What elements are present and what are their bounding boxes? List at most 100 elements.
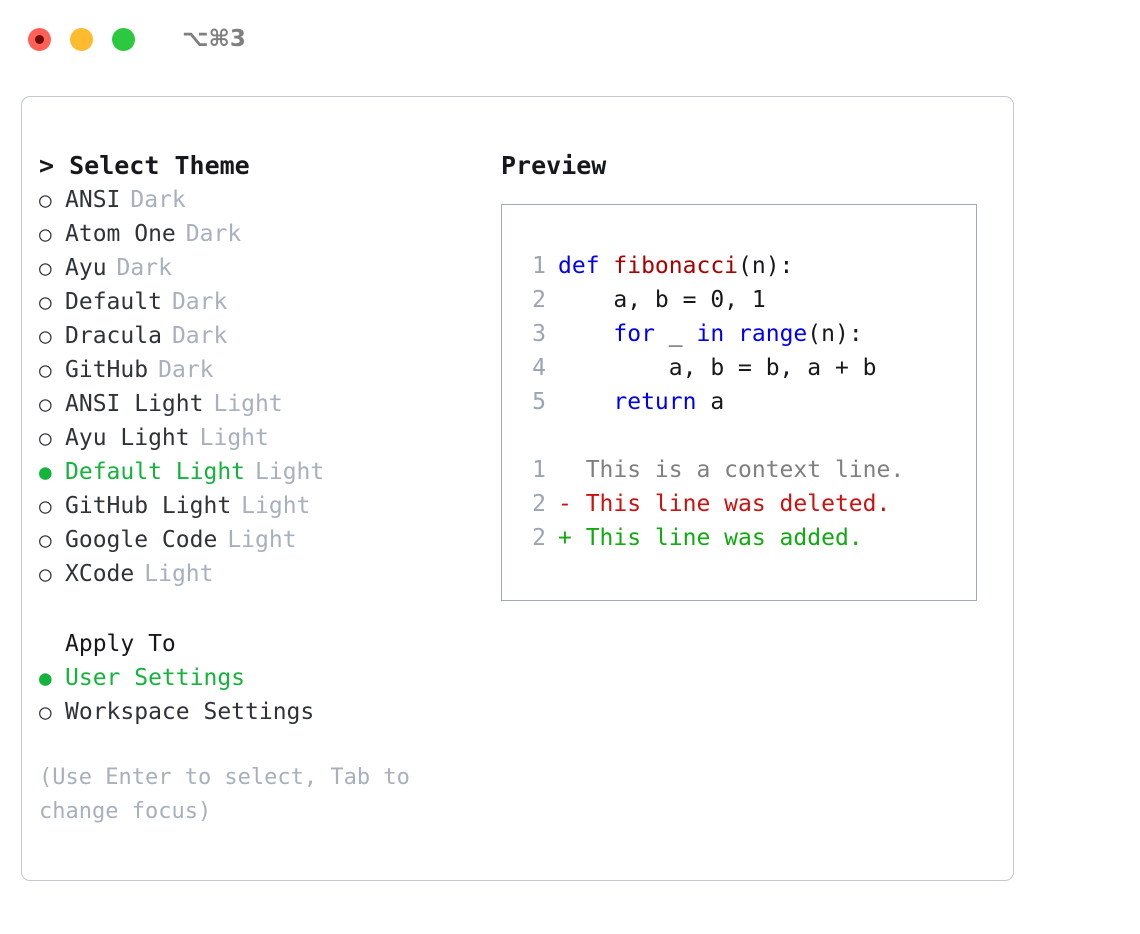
- line-number: 3: [532, 321, 546, 347]
- diff-text: This is a context line.: [558, 457, 905, 483]
- keyboard-shortcut-label: ⌥⌘3: [182, 26, 246, 52]
- code-text: a, b = b, a + b: [558, 351, 877, 385]
- radio-unselected-icon: ○: [39, 528, 52, 552]
- code-token: a, b = 0, 1: [558, 287, 766, 313]
- radio-unselected-icon: ○: [39, 700, 52, 724]
- close-button[interactable]: [28, 27, 51, 51]
- apply-to-option-label: Workspace Settings: [65, 699, 315, 725]
- code-token: fibonacci: [613, 253, 739, 279]
- theme-variant-tag: Dark: [158, 357, 214, 383]
- code-text: return a: [558, 385, 724, 419]
- theme-option-item[interactable]: ○ Ayu Dark: [39, 251, 499, 285]
- code-line: 3 for _ in range(n):: [516, 317, 976, 351]
- code-line: 5 return a: [516, 385, 976, 419]
- radio-unselected-icon: ○: [39, 256, 52, 280]
- theme-option-item[interactable]: ○ Google Code Light: [39, 523, 499, 557]
- diff-text: + This line was added.: [558, 525, 863, 551]
- close-inner-dot: [35, 34, 44, 44]
- theme-option-label: Ayu: [65, 255, 107, 281]
- theme-option-label: Google Code: [65, 527, 218, 553]
- code-token: for: [613, 321, 655, 347]
- theme-option-item[interactable]: ○ Atom One Dark: [39, 217, 499, 251]
- code-token: a, b = b, a + b: [558, 355, 877, 381]
- code-text: for _ in range(n):: [558, 317, 862, 351]
- radio-unselected-icon: ○: [39, 222, 52, 246]
- theme-option-label: ANSI: [65, 187, 121, 213]
- radio-unselected-icon: ○: [39, 494, 52, 518]
- select-theme-header: > Select Theme: [39, 151, 250, 180]
- window-controls: [28, 27, 135, 51]
- radio-selected-icon: ●: [39, 460, 52, 484]
- radio-selected-icon: ●: [39, 666, 52, 690]
- theme-variant-tag: Dark: [130, 187, 186, 213]
- title-bar: ⌥⌘3: [0, 0, 1140, 78]
- theme-option-item[interactable]: ○ ANSI Light Light: [39, 387, 499, 421]
- diff-text: - This line was deleted.: [558, 491, 891, 517]
- theme-option-label: Default Light: [65, 459, 246, 485]
- diff-line-number: 2: [532, 525, 546, 551]
- code-token: def: [558, 253, 614, 279]
- code-token: (n):: [738, 253, 794, 279]
- diff-line-number: 1: [532, 457, 546, 483]
- theme-variant-tag: Light: [144, 561, 214, 587]
- theme-option-item[interactable]: ○ XCode Light: [39, 557, 499, 591]
- radio-unselected-icon: ○: [39, 324, 52, 348]
- maximize-button[interactable]: [112, 27, 135, 51]
- theme-option-item[interactable]: ○ GitHub Dark: [39, 353, 499, 387]
- line-number: 5: [532, 389, 546, 415]
- theme-variant-tag: Dark: [171, 289, 228, 315]
- theme-option-label: Ayu Light: [65, 425, 190, 451]
- theme-option-item[interactable]: ○ Ayu Light Light: [39, 421, 499, 455]
- code-text: a, b = 0, 1: [558, 283, 766, 317]
- diff-sample: 1 This is a context line.2- This line wa…: [516, 453, 976, 555]
- apply-to-option-label: User Settings: [65, 665, 246, 691]
- theme-variant-tag: Dark: [116, 255, 172, 281]
- code-diff-spacer: [516, 419, 976, 453]
- radio-unselected-icon: ○: [39, 358, 52, 382]
- code-token: a: [696, 389, 725, 415]
- code-token: [558, 389, 613, 415]
- theme-option-label: XCode: [65, 561, 135, 587]
- theme-option-label: ANSI Light: [65, 391, 204, 417]
- code-token: return: [613, 389, 697, 415]
- theme-variant-tag: Light: [199, 425, 269, 451]
- theme-variant-tag: Light: [213, 391, 283, 417]
- theme-option-label: GitHub: [65, 357, 149, 383]
- diff-line: 2- This line was deleted.: [516, 487, 976, 521]
- theme-option-label: Atom One: [65, 221, 176, 247]
- apply-to-title: Apply To: [65, 631, 176, 657]
- radio-unselected-icon: ○: [39, 392, 52, 416]
- code-token: [558, 321, 613, 347]
- theme-option-item[interactable]: ● Default Light Light: [39, 455, 499, 489]
- line-number: 2: [532, 287, 546, 313]
- theme-option-label: Default: [65, 289, 162, 315]
- apply-to-option-item[interactable]: ○ Workspace Settings: [39, 695, 499, 729]
- diff-line: 2 + This line was added.: [516, 521, 976, 555]
- theme-variant-tag: Dark: [185, 221, 242, 247]
- theme-variant-tag: Light: [227, 527, 297, 553]
- theme-option-label: Dracula: [65, 323, 162, 349]
- preview-title: Preview: [501, 151, 607, 180]
- radio-unselected-icon: ○: [39, 426, 52, 450]
- code-token: in: [696, 321, 725, 347]
- minimize-button[interactable]: [70, 27, 93, 51]
- theme-option-item[interactable]: ○ Dracula Dark: [39, 319, 499, 353]
- theme-variant-tag: Light: [255, 459, 325, 485]
- line-number: 4: [532, 355, 546, 381]
- radio-unselected-icon: ○: [39, 562, 52, 586]
- code-token: _: [654, 321, 697, 347]
- theme-variant-tag: Dark: [171, 323, 228, 349]
- apply-to-option-item[interactable]: ● User Settings: [39, 661, 499, 695]
- diff-line: 1 This is a context line.: [516, 453, 976, 487]
